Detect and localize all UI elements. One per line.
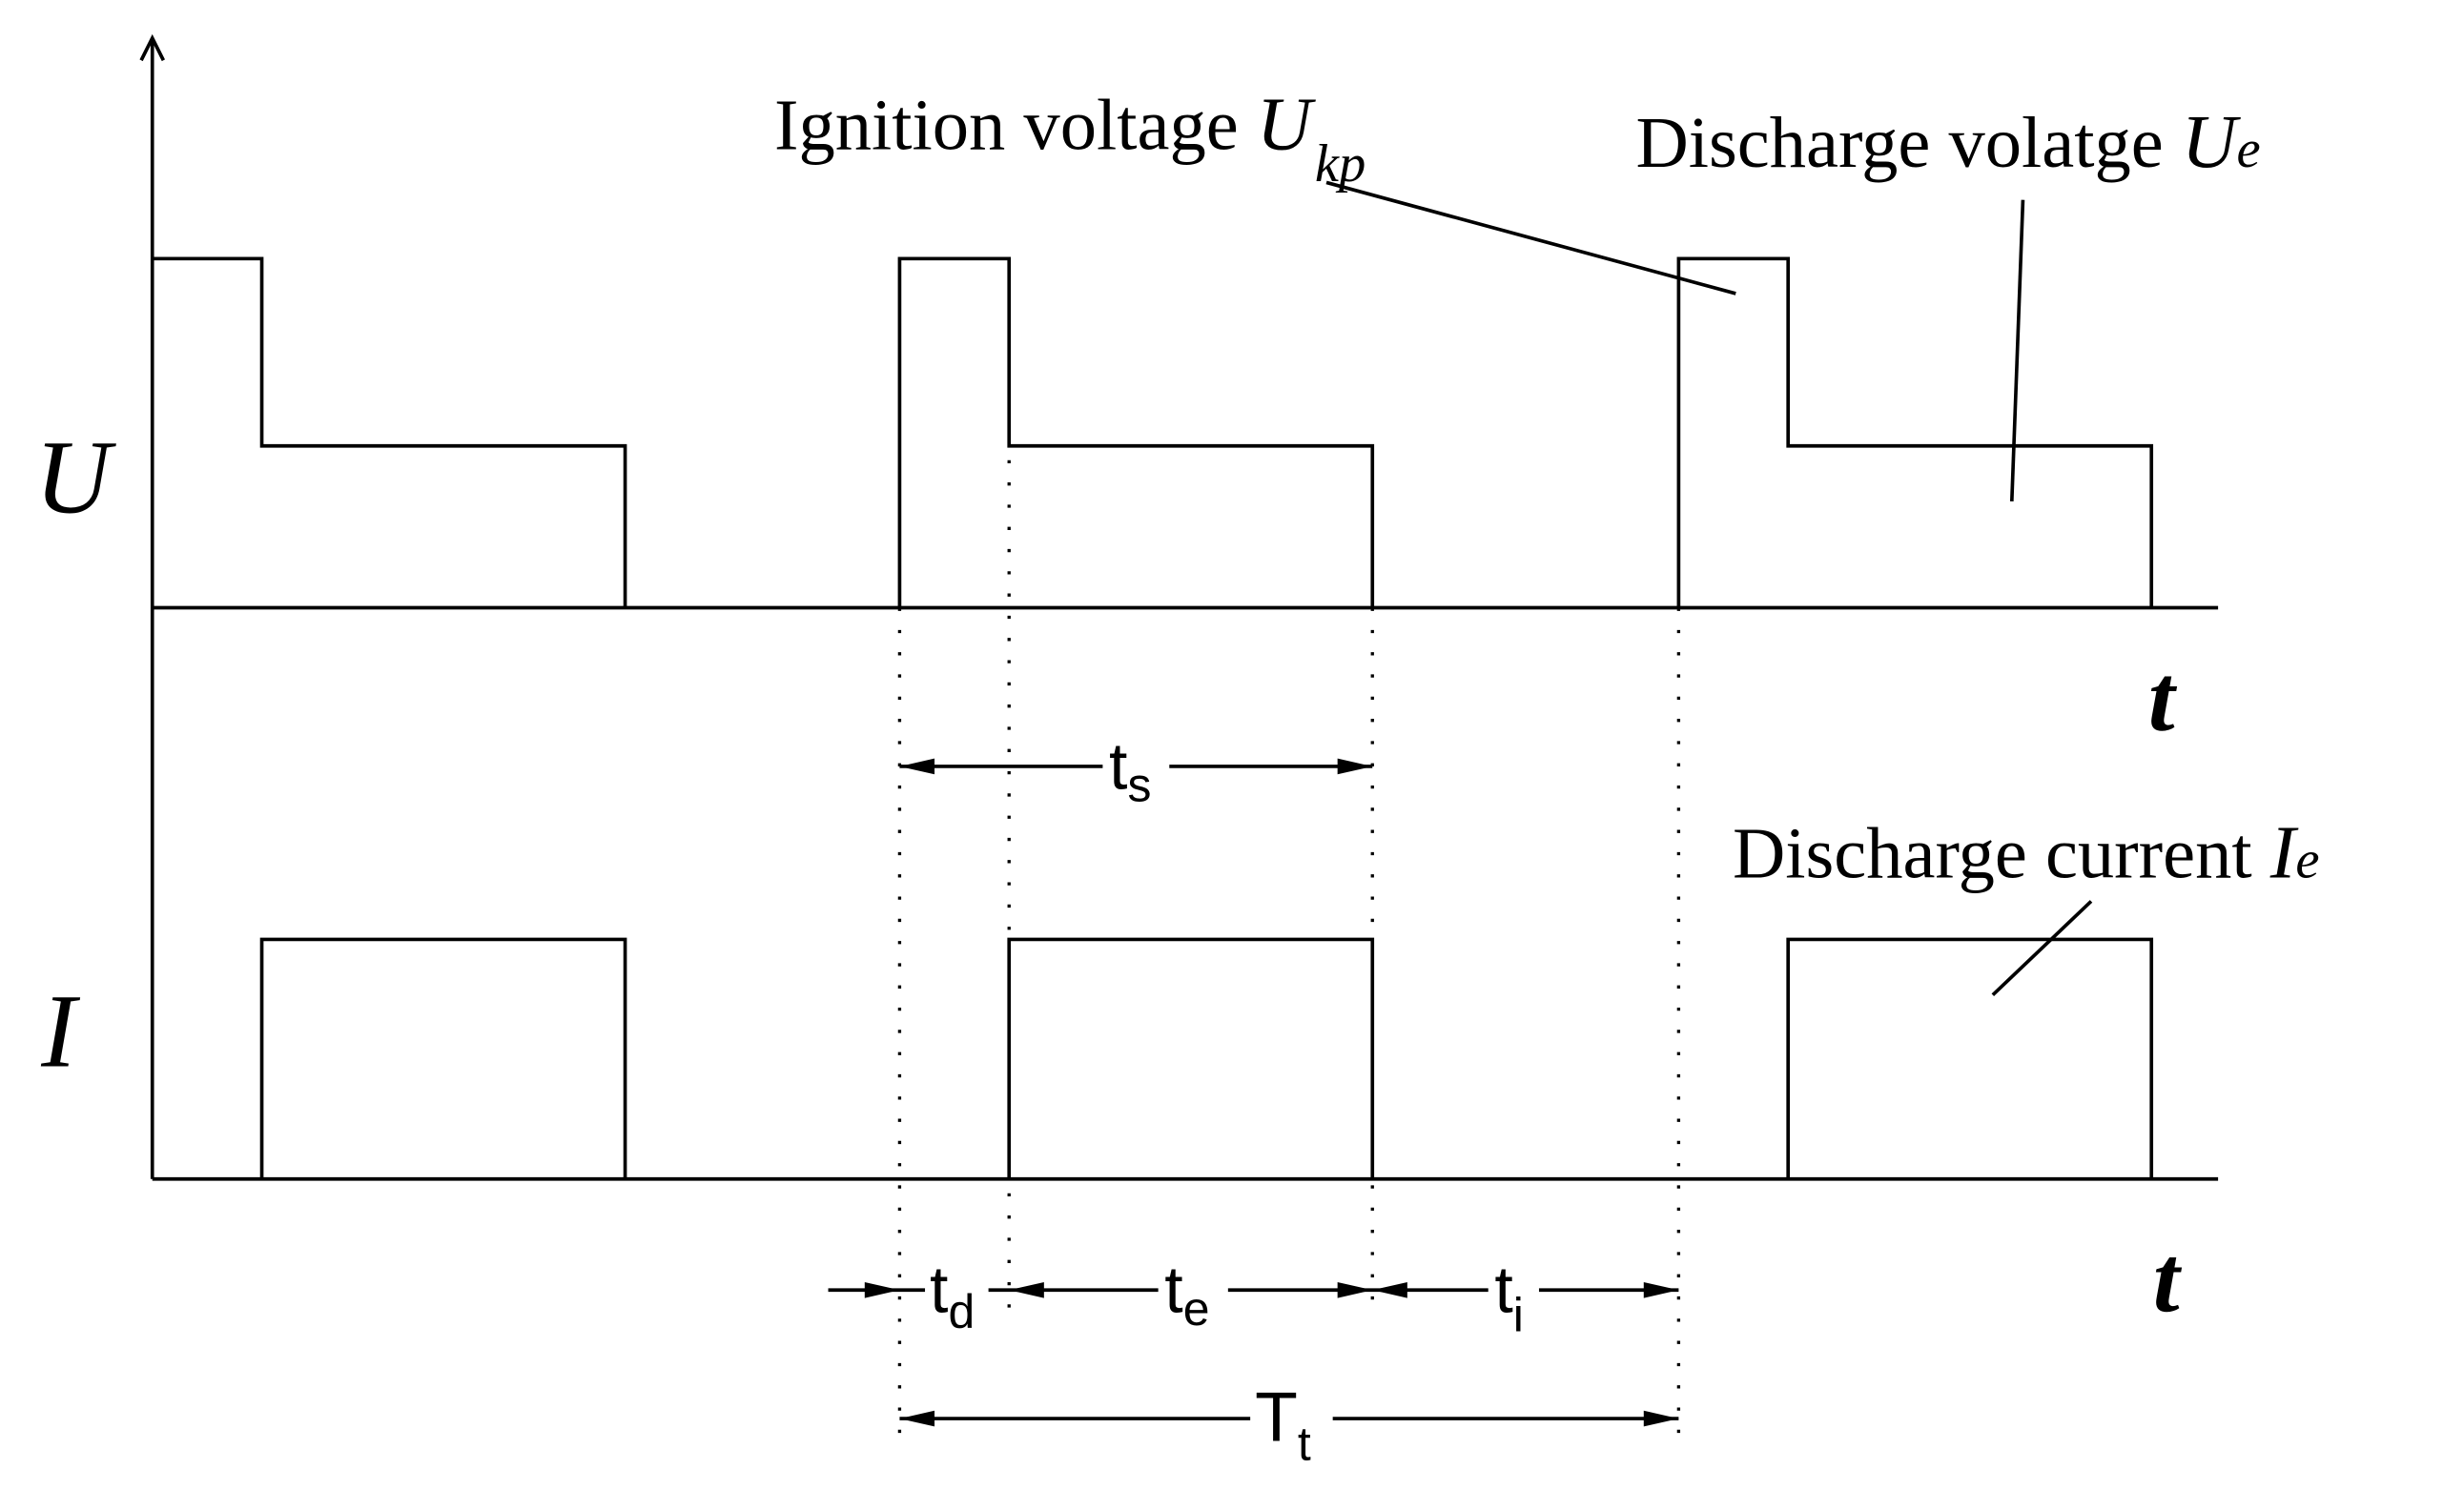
voltage-axis-label: U: [35, 419, 117, 536]
td-label: td: [930, 1253, 975, 1339]
ignition-voltage-symbol: U: [1257, 82, 1317, 166]
voltage-pulse-3: [1676, 256, 2154, 608]
td-label-sub: d: [948, 1285, 975, 1338]
time-axis-label-top: t: [2148, 645, 2178, 751]
td-arrowhead-right: [1009, 1281, 1044, 1298]
te-label-sub: e: [1183, 1282, 1210, 1336]
current-pulse-2: [1007, 937, 1375, 1179]
discharge-current-text: Discharge current: [1733, 812, 2270, 893]
discharge-current-leader-line: [1991, 900, 2093, 996]
time-axis-label-bottom: t: [2153, 1226, 2183, 1332]
vertical-axis-arrowhead: [139, 33, 166, 62]
discharge-voltage-symbol: U: [2182, 100, 2242, 184]
Tt-label-main: T: [1255, 1378, 1298, 1456]
current-pulse-1: [259, 937, 627, 1179]
voltage-pulse-1: [152, 256, 627, 608]
ignition-leader-line: [1325, 180, 1736, 296]
te-label: te: [1164, 1253, 1209, 1336]
ignition-voltage-label: Ignition voltage Ukp: [774, 82, 1365, 193]
te-label-mask: [1158, 1256, 1228, 1320]
discharge-voltage-label: Discharge volatge Ue: [1635, 100, 2260, 184]
Tt-label-mask: [1250, 1383, 1333, 1454]
ts-label-mask: [1102, 733, 1170, 797]
ti-label: ti: [1494, 1253, 1524, 1342]
td-label-mask: [925, 1256, 989, 1320]
ts-label-sub: s: [1127, 759, 1151, 812]
ti-label-sub: i: [1513, 1289, 1524, 1342]
ti-label-main: t: [1494, 1253, 1512, 1327]
discharge-current-label: Discharge current Ie: [1733, 810, 2320, 894]
Tt-arrowhead-left: [899, 1410, 935, 1427]
ts-label-main: t: [1109, 728, 1127, 803]
ts-arrowhead-right: [1337, 758, 1373, 775]
discharge-current-subscript: e: [2295, 830, 2319, 889]
voltage-pulse-2: [897, 256, 1375, 608]
discharge-voltage-text: Discharge volatge: [1635, 102, 2181, 183]
ts-label: ts: [1109, 728, 1151, 811]
ignition-voltage-subscript: kp: [1315, 134, 1365, 194]
Tt-label-sub: t: [1298, 1417, 1311, 1470]
te-label-main: t: [1164, 1253, 1182, 1327]
ti-arrowhead-right: [1643, 1281, 1679, 1298]
te-arrowhead-right: [1337, 1281, 1373, 1298]
ts-arrowhead-left: [899, 758, 935, 775]
ti-label-mask: [1488, 1256, 1539, 1320]
current-axis-label: I: [40, 973, 80, 1090]
discharge-current-symbol: I: [2269, 810, 2299, 894]
ignition-voltage-text: Ignition voltage: [774, 84, 1257, 165]
ti-arrowhead-left: [1372, 1281, 1407, 1298]
discharge-voltage-leader-line: [2009, 199, 2025, 502]
Tt-arrowhead-right: [1643, 1410, 1679, 1427]
td-label-main: t: [930, 1253, 948, 1327]
td-arrowhead-left: [864, 1281, 900, 1298]
current-pulse-3: [1786, 937, 2154, 1179]
Tt-label: Tt: [1255, 1378, 1311, 1470]
discharge-voltage-subscript: e: [2237, 120, 2261, 179]
